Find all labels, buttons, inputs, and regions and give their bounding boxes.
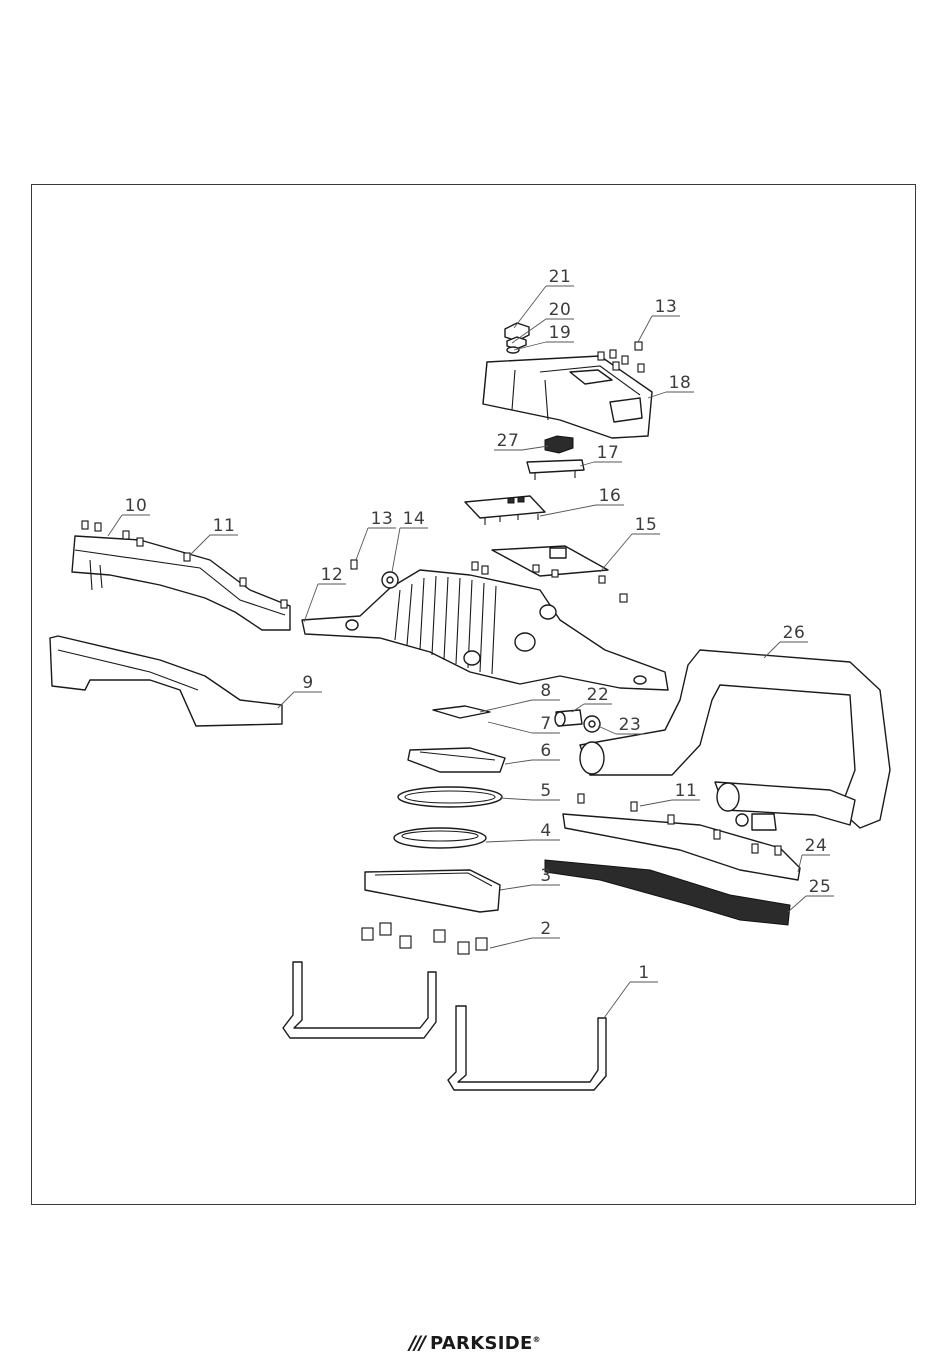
tray-3-part	[365, 870, 500, 912]
callout-19: 19	[549, 323, 572, 343]
callout-15: 15	[635, 515, 658, 535]
callout-8: 8	[540, 681, 551, 701]
callout-18: 18	[669, 373, 692, 393]
seal-4-part	[394, 828, 486, 848]
callout-5: 5	[540, 781, 551, 801]
brand-logo: /// PARKSIDE®	[0, 1332, 950, 1354]
callout-17: 17	[597, 443, 620, 463]
callout-9: 9	[302, 673, 313, 693]
callout-13-mid: 13	[371, 509, 394, 529]
pcb-16-part	[465, 496, 545, 525]
brand-slashes: ///	[409, 1332, 424, 1354]
callout-12: 12	[321, 565, 344, 585]
screw-13-part	[351, 560, 357, 569]
callout-2: 2	[540, 919, 551, 939]
callout-25: 25	[809, 877, 832, 897]
callout-16: 16	[599, 486, 622, 506]
screws-2-part	[362, 923, 487, 954]
callout-3: 3	[540, 866, 551, 886]
seal-ring-5-part	[398, 787, 502, 807]
knob-27-part	[545, 436, 573, 453]
callout-14: 14	[403, 509, 426, 529]
gasket-6-part	[408, 748, 505, 772]
callout-20: 20	[549, 300, 572, 320]
callout-11-upper: 11	[213, 516, 236, 536]
left-upper-handle-10-part	[72, 521, 290, 630]
washer-23-part	[584, 716, 600, 732]
callout-24: 24	[805, 836, 828, 856]
callout-1: 1	[638, 963, 649, 983]
callout-27: 27	[497, 431, 520, 451]
callout-4: 4	[540, 821, 551, 841]
knob-stack-part	[505, 323, 529, 353]
bolt-22-part	[555, 710, 582, 726]
brand-name: PARKSIDE®	[430, 1333, 541, 1354]
hex-key-right-part	[448, 1006, 606, 1090]
callout-7: 7	[540, 714, 551, 734]
brand-name-text: PARKSIDE	[430, 1333, 533, 1354]
callout-26: 26	[783, 623, 806, 643]
top-cover-part	[483, 356, 652, 438]
hex-key-left-part	[283, 962, 436, 1038]
brand-registered-mark: ®	[533, 1335, 541, 1344]
base-12-part	[302, 570, 668, 690]
callout-13-top: 13	[655, 297, 678, 317]
callout-11-lower: 11	[675, 781, 698, 801]
callout-6: 6	[540, 741, 551, 761]
callout-23: 23	[619, 715, 642, 735]
callout-21: 21	[549, 267, 572, 287]
left-lower-handle-9-part	[50, 636, 282, 726]
callout-22: 22	[587, 685, 610, 705]
plate-17-part	[527, 460, 584, 480]
callout-10: 10	[125, 496, 148, 516]
washer-14-part	[382, 572, 398, 588]
